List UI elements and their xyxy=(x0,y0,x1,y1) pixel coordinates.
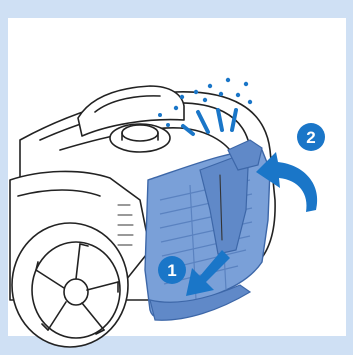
step-1-number: 1 xyxy=(167,261,176,280)
step-2-badge: 2 xyxy=(297,123,325,151)
wheel-icon xyxy=(12,223,128,347)
step-2-number: 2 xyxy=(306,128,315,147)
step-1-badge: 1 xyxy=(158,256,186,284)
